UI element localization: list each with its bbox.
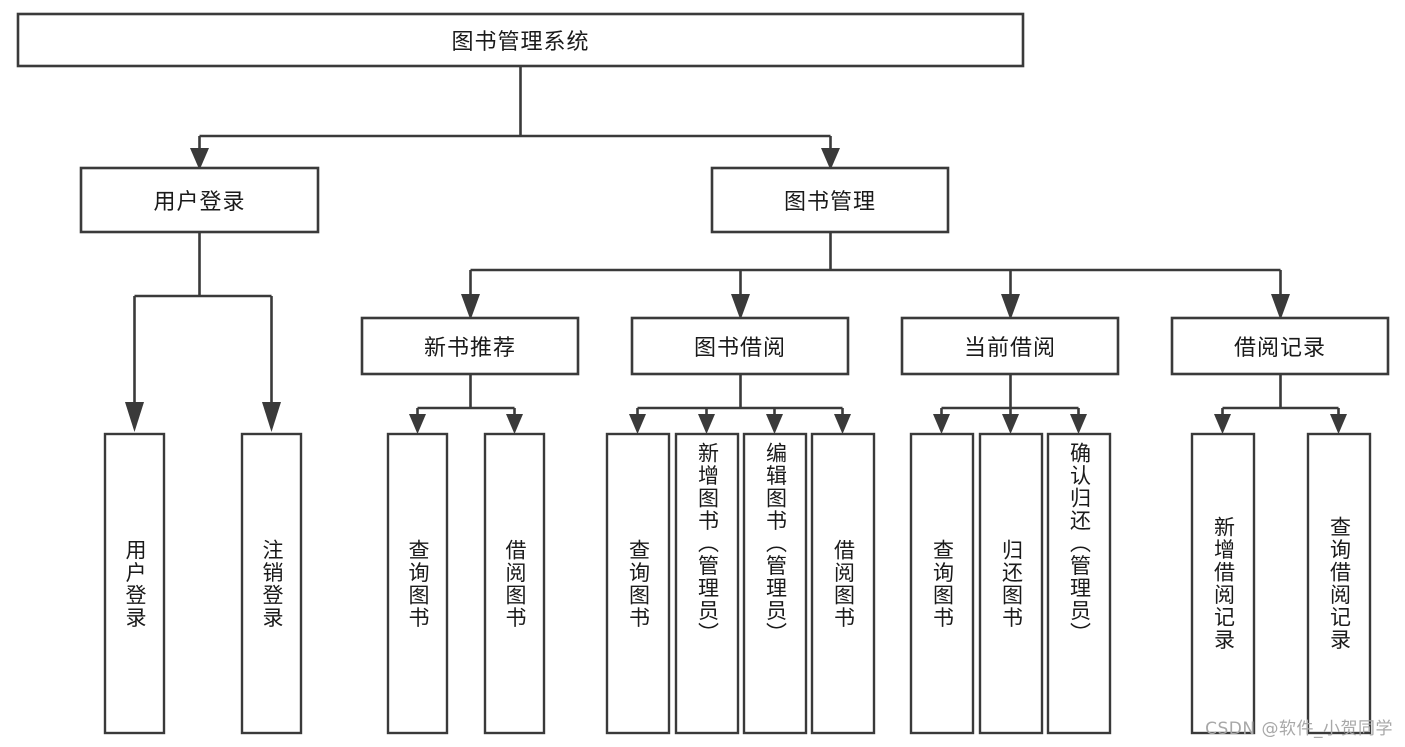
arrow-head-leaf-add-book: [698, 414, 715, 434]
node-box-leaf-add-book[interactable]: [674, 432, 740, 735]
node-box-book-management[interactable]: [710, 166, 950, 234]
arrow-head-leaf-add-record: [1214, 414, 1231, 434]
node-box-current-borrow[interactable]: [900, 316, 1120, 376]
node-box-leaf-borrow-book-2[interactable]: [810, 432, 876, 735]
arrow-head-leaf-confirm-return: [1070, 414, 1087, 434]
connector-group-book-management: [461, 232, 1290, 320]
connector-group-root: [190, 66, 840, 170]
connector-group-borrow-record: [1214, 374, 1347, 434]
arrow-head-new-book-recommend: [461, 294, 480, 320]
node-box-leaf-query-book-1[interactable]: [386, 432, 449, 735]
node-box-root[interactable]: [16, 12, 1025, 68]
node-box-leaf-return-book[interactable]: [978, 432, 1044, 735]
connector-group-new-book-recommend: [409, 374, 523, 434]
connector-group-current-borrow: [933, 374, 1087, 434]
arrow-head-leaf-user-login: [125, 402, 144, 432]
arrow-head-leaf-borrow-book-2: [834, 414, 851, 434]
arrow-head-book-management: [821, 148, 840, 170]
node-box-user-login[interactable]: [79, 166, 320, 234]
node-box-leaf-query-book-2[interactable]: [605, 432, 671, 735]
node-box-leaf-add-record[interactable]: [1190, 432, 1256, 735]
connector-group-book-borrow: [629, 374, 851, 434]
arrow-head-leaf-query-book-1: [409, 414, 426, 434]
arrow-head-leaf-return-book: [1002, 414, 1019, 434]
connector-group-user-login: [125, 232, 281, 432]
arrow-head-leaf-edit-book: [766, 414, 783, 434]
node-box-leaf-confirm-return[interactable]: [1046, 432, 1112, 735]
node-box-leaf-edit-book[interactable]: [742, 432, 808, 735]
arrow-head-leaf-query-record: [1330, 414, 1347, 434]
node-box-borrow-record[interactable]: [1170, 316, 1390, 376]
arrow-head-book-borrow: [731, 294, 750, 320]
node-box-leaf-user-logout[interactable]: [240, 432, 303, 735]
arrow-head-current-borrow: [1001, 294, 1020, 320]
node-box-leaf-borrow-book-1[interactable]: [483, 432, 546, 735]
arrow-head-leaf-user-logout: [262, 402, 281, 432]
arrow-head-user-login: [190, 148, 209, 170]
node-box-leaf-query-record[interactable]: [1306, 432, 1372, 735]
arrow-head-borrow-record: [1271, 294, 1290, 320]
arrow-head-leaf-borrow-book-1: [506, 414, 523, 434]
node-box-new-book-recommend[interactable]: [360, 316, 580, 376]
arrow-head-leaf-query-book-3: [933, 414, 950, 434]
arrow-head-leaf-query-book-2: [629, 414, 646, 434]
node-box-book-borrow[interactable]: [630, 316, 850, 376]
node-box-leaf-query-book-3[interactable]: [909, 432, 975, 735]
node-box-leaf-user-login[interactable]: [103, 432, 166, 735]
